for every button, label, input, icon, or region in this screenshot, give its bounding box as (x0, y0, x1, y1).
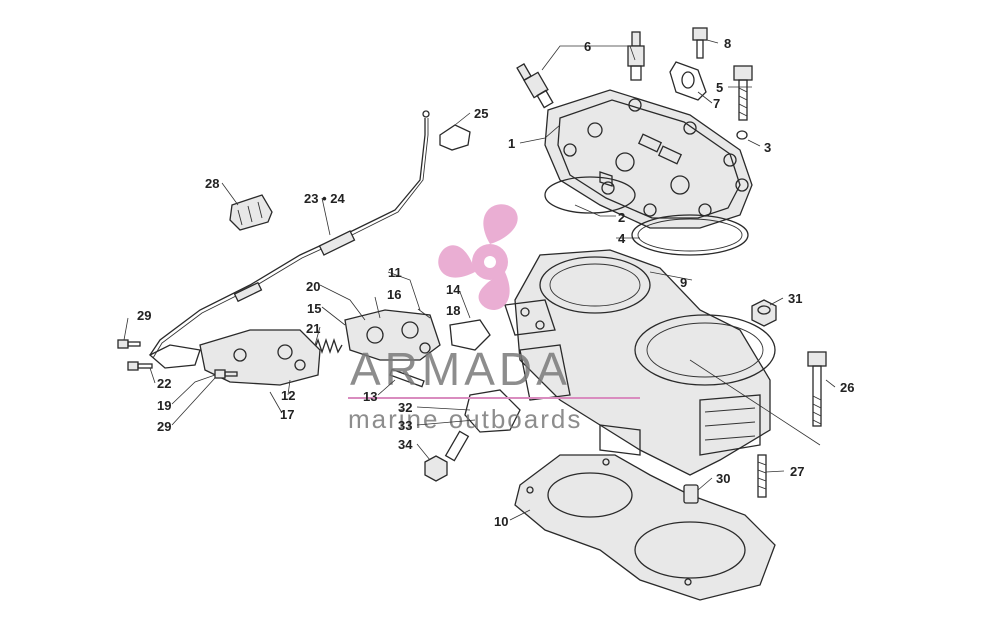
callout-7: 7 (713, 96, 720, 111)
callout-3: 3 (764, 140, 771, 155)
head-bolt (733, 65, 753, 121)
callout-19: 19 (157, 398, 171, 413)
callout-27: 27 (790, 464, 804, 479)
head-washer (736, 130, 748, 140)
callout-11: 11 (388, 265, 402, 280)
spark-plug-left (516, 63, 554, 109)
callout-34: 34 (398, 437, 413, 452)
callout-10: 10 (494, 514, 508, 529)
head-gasket-rings (544, 176, 749, 256)
cylinder-head (544, 89, 753, 229)
callout-4: 4 (618, 231, 626, 246)
callout-21: 21 (306, 321, 320, 336)
watermark-brand: ARMADA (350, 343, 571, 395)
valve-gasket (449, 319, 491, 351)
exhaust-gasket (464, 389, 521, 433)
callout-25: 25 (474, 106, 488, 121)
flange-bolt (692, 27, 708, 59)
callout-labels: 1 2 3 4 5 6 7 8 9 10 11 12 13 14 15 16 1… (137, 36, 854, 529)
callout-2: 2 (618, 210, 625, 225)
callout-14: 14 (446, 282, 461, 297)
valve-spring (314, 337, 343, 355)
exhaust-stud-nut (424, 430, 470, 482)
callout-5: 5 (716, 80, 723, 95)
cylinder-block (504, 249, 776, 476)
callout-20: 20 (306, 279, 320, 294)
callout-26: 26 (840, 380, 854, 395)
callout-12: 12 (281, 388, 295, 403)
callout-29-bottom: 29 (157, 419, 171, 434)
long-stud-bolt (807, 351, 827, 427)
callout-28: 28 (205, 176, 219, 191)
callout-16: 16 (387, 287, 401, 302)
callout-30: 30 (716, 471, 730, 486)
cable-clip (439, 124, 471, 151)
exhaust-valve-housing (344, 309, 441, 361)
rubber-grommet (229, 194, 273, 231)
small-screw-22 (127, 361, 153, 371)
stud (757, 454, 767, 498)
callout-15: 15 (307, 301, 321, 316)
callout-22: 22 (157, 376, 171, 391)
callout-32: 32 (398, 400, 412, 415)
callout-29-top: 29 (137, 308, 151, 323)
callout-6: 6 (584, 39, 591, 54)
small-screw-29a (117, 339, 141, 349)
small-screw-29b (214, 369, 238, 379)
callout-1: 1 (508, 136, 515, 151)
cylinder-nut (751, 299, 777, 327)
dowel-pin (683, 484, 699, 504)
base-gasket (514, 454, 776, 601)
callout-17: 17 (280, 407, 294, 422)
callout-18: 18 (446, 303, 460, 318)
leader-lines (123, 39, 836, 521)
callout-33: 33 (398, 418, 412, 433)
watermark-logo (438, 204, 518, 310)
watermark-tagline: marine outboards (348, 404, 582, 434)
callout-8: 8 (724, 36, 731, 51)
valve-cover-plate (199, 329, 321, 386)
spark-plug-right (627, 31, 645, 81)
valve-stud (389, 368, 425, 388)
callout-13: 13 (363, 389, 377, 404)
control-cable (149, 110, 430, 359)
callout-9: 9 (680, 275, 687, 290)
callout-31: 31 (788, 291, 802, 306)
cable-bracket (148, 344, 201, 369)
sensor-flange (669, 61, 707, 101)
callout-23-24: 23 • 24 (304, 191, 345, 206)
